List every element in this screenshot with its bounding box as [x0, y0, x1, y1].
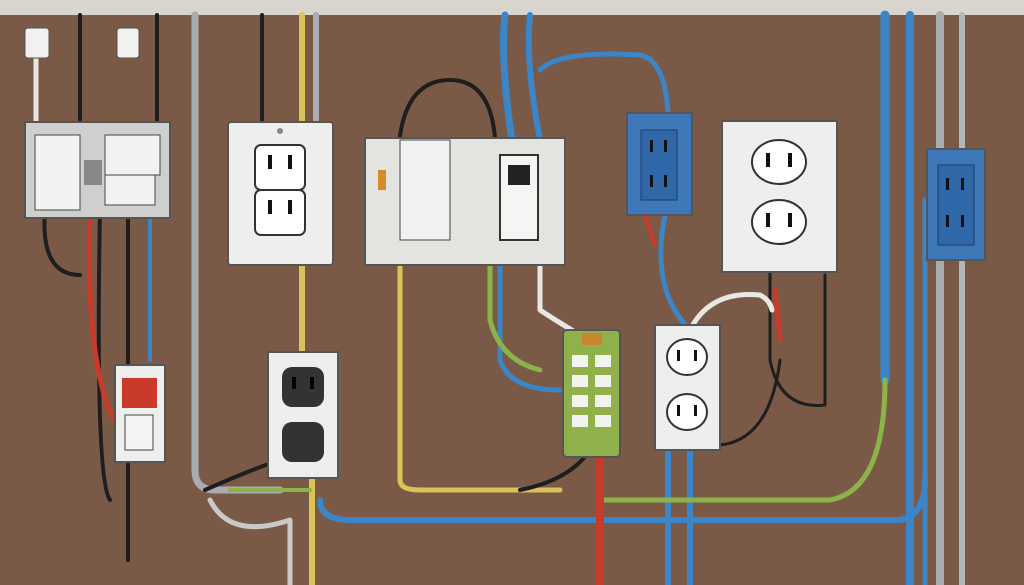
outlet-icon — [267, 351, 339, 479]
outlet-icon — [926, 148, 986, 261]
outlet-icon — [626, 112, 693, 216]
switch-icon — [364, 137, 566, 266]
outlet-icon — [227, 121, 334, 266]
plug-icon — [24, 27, 140, 59]
outlet-box-left — [24, 121, 171, 219]
breaker-panel-icon — [562, 329, 621, 458]
breaker-box-red — [114, 364, 166, 463]
ceiling-strip — [0, 0, 1024, 15]
outlet-icon — [721, 120, 838, 273]
outlet-icon — [654, 324, 721, 451]
